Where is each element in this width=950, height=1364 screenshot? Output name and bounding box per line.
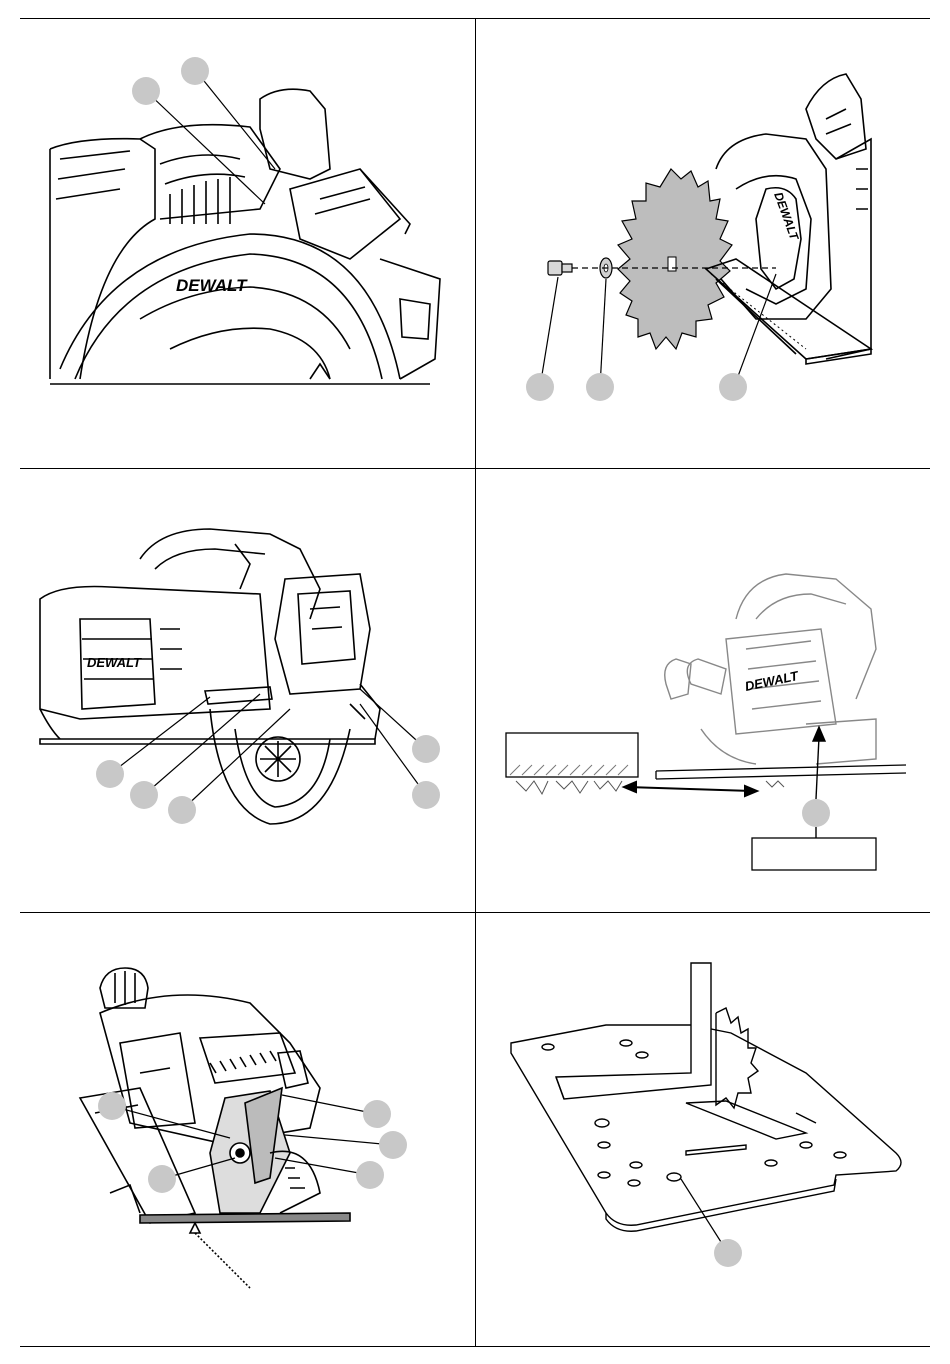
callout-marker [714,1239,742,1267]
figure-cutting-diagram: DEWALT [476,469,930,912]
label-box-left [506,733,638,777]
callout-marker [130,781,158,809]
figure-saw-top-view: DEWALT [20,19,475,468]
callout-marker [98,1092,126,1120]
saw-top-view-illustration: DEWALT [20,19,475,468]
callout-marker [526,373,554,401]
callout-marker [719,373,747,401]
saw-front-view-illustration: DEWALT [20,469,475,912]
callout-marker [363,1100,391,1128]
dewalt-logo-text-3: DEWALT [87,655,142,670]
label-box-right [752,838,876,870]
callout-marker [412,781,440,809]
page-border-bottom [20,1346,930,1347]
callout-marker [181,57,209,85]
callout-marker [132,77,160,105]
dewalt-logo-text-2: DEWALT [771,190,802,243]
cutting-diagram-illustration: DEWALT [476,469,930,912]
figure-saw-front-view: DEWALT [20,469,475,912]
saw-blade [618,169,732,349]
figure-shoe-plate-square [476,913,930,1346]
shoe-plate-illustration [476,913,930,1346]
callout-marker [412,735,440,763]
figure-blade-assembly: DEWALT [476,19,930,468]
callout-marker [148,1165,176,1193]
bevel-adjustment-illustration [20,913,475,1346]
callout-marker [96,760,124,788]
callout-marker [586,373,614,401]
callout-marker [168,796,196,824]
figure-bevel-adjustment [20,913,475,1346]
callout-marker [802,799,830,827]
callout-marker [379,1131,407,1159]
dewalt-logo-text-1: DEWALT [176,276,248,295]
blade-assembly-illustration: DEWALT [476,19,930,468]
callout-marker [356,1161,384,1189]
dewalt-logo-text-4: DEWALT [744,668,801,694]
